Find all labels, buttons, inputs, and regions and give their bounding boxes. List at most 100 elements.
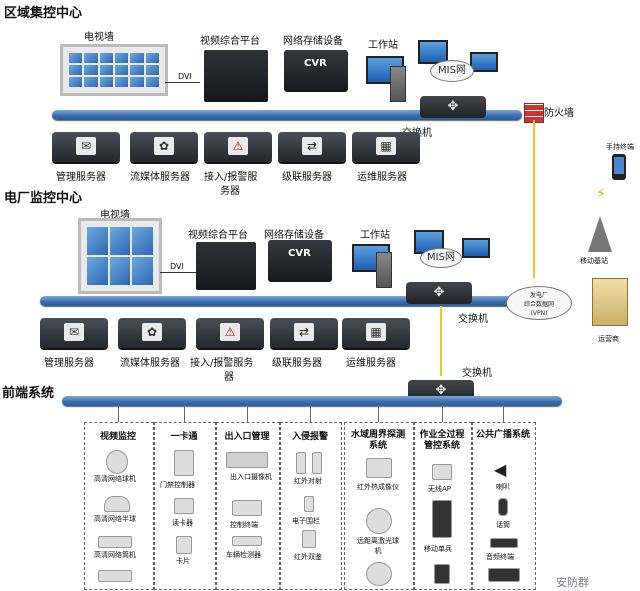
region-title: 区域集控中心 xyxy=(4,6,83,21)
half-dome-camera-icon xyxy=(104,496,130,512)
device-label: 高清网络筒机 xyxy=(94,551,136,559)
column-intrusion xyxy=(280,422,342,590)
phone-icon xyxy=(612,154,626,180)
device-label: 红外双鉴 xyxy=(294,553,322,561)
drop-line xyxy=(184,404,185,422)
region-server-label: 运维服务器 xyxy=(357,172,407,183)
plant-server-label: 运维服务器 xyxy=(346,358,396,369)
region-server-access-alarm: ⚠ xyxy=(204,132,272,162)
plant-dvi-label: DVI xyxy=(170,262,184,271)
region-mis-laptop-icon xyxy=(470,52,498,72)
plant-tv-wall xyxy=(78,218,162,294)
region-tv-wall xyxy=(60,44,168,96)
column-operation xyxy=(414,422,472,590)
alarm-icon: ⚠ xyxy=(228,137,248,155)
plant-workstation-label: 工作站 xyxy=(360,230,390,241)
drop-line xyxy=(503,404,504,422)
plant-server-ops: ▦ xyxy=(342,318,410,348)
column-title: 视频监控 xyxy=(99,432,136,442)
front-network-bus xyxy=(62,396,562,406)
column-video xyxy=(84,422,154,590)
management-icon: ✉ xyxy=(76,137,96,155)
plant-downlink-line xyxy=(440,306,442,376)
device-label: 无线AP xyxy=(428,485,452,493)
device-label: 高清网络球机 xyxy=(94,475,136,483)
region-server-ops: ▦ xyxy=(352,132,420,162)
region-cvr-label: CVR xyxy=(304,58,327,69)
switch-arrows-icon: ✥ xyxy=(447,99,459,114)
wireless-ap-icon xyxy=(432,464,452,480)
plant-server-label: 流媒体服务器 xyxy=(120,358,180,369)
column-gate xyxy=(216,422,280,590)
device-label: 远距离激光球机 xyxy=(357,537,399,555)
column-title: 作业全过程管控系统 xyxy=(419,430,465,451)
vpn-cloud-text: (VPN) xyxy=(530,310,548,317)
drop-line xyxy=(247,404,248,422)
plant-server-label: 管理服务器 xyxy=(44,358,94,369)
region-mis-pc-icon xyxy=(418,40,448,64)
bullet-camera-icon xyxy=(98,570,132,582)
device-label: 红外对射 xyxy=(294,477,322,485)
cascade-icon: ⇄ xyxy=(302,137,322,155)
handheld-terminal-icon xyxy=(434,564,450,584)
streaming-icon: ✿ xyxy=(142,323,162,341)
watermark: 安防群 xyxy=(556,576,589,589)
region-mis-label: MIS网 xyxy=(438,65,466,76)
gate-camera-icon xyxy=(226,452,268,468)
card-reader-icon xyxy=(174,498,194,514)
column-title: 出入口管理 xyxy=(224,432,270,442)
drop-line xyxy=(442,404,443,422)
base-station-icon xyxy=(588,216,612,252)
plant-server-cascade: ⇄ xyxy=(270,318,338,348)
operator-server-rack-icon xyxy=(592,278,628,326)
switch-arrows-icon: ✥ xyxy=(433,285,445,300)
plant-server-label-wrap: 器 xyxy=(224,372,234,383)
region-uplink-line xyxy=(533,120,535,278)
plant-title: 电厂监控中心 xyxy=(4,191,83,206)
plant-workstation-tower-icon xyxy=(376,252,392,288)
infrared-beam-icon xyxy=(296,452,306,474)
region-dvi-label: DVI xyxy=(178,72,192,81)
plant-cvr-label: CVR xyxy=(288,248,311,259)
region-server-streaming: ✿ xyxy=(130,132,198,162)
region-server-label: 管理服务器 xyxy=(56,172,106,183)
plant-server-access-alarm: ⚠ xyxy=(196,318,264,348)
dual-tech-detector-icon xyxy=(302,530,316,548)
region-tv-wall-label: 电视墙 xyxy=(84,32,114,43)
plant-mis-cloud: MIS网 xyxy=(420,248,462,268)
front-switch-label: 交换机 xyxy=(462,368,492,379)
device-label: 控制终端 xyxy=(230,521,258,529)
plant-video-platform xyxy=(196,242,256,290)
plant-video-platform-label: 视频综合平台 xyxy=(188,230,248,241)
base-station-label: 移动基站 xyxy=(580,257,608,265)
device-label: 卡片 xyxy=(176,557,190,565)
front-title: 前端系统 xyxy=(2,386,55,401)
region-workstation-tower-icon xyxy=(390,66,406,102)
control-terminal-icon xyxy=(232,500,262,516)
vehicle-detector-icon xyxy=(232,536,262,546)
ops-icon: ▦ xyxy=(376,137,396,155)
region-firewall-label: 防火墙 xyxy=(544,108,574,119)
region-video-platform-label: 视频综合平台 xyxy=(200,36,260,47)
column-title: 一卡通 xyxy=(170,432,198,442)
mobile-unit-icon xyxy=(432,500,452,538)
region-dvi-link xyxy=(165,82,200,83)
dome-camera-icon xyxy=(106,450,128,474)
region-storage-label: 网络存储设备 xyxy=(283,36,343,47)
device-label: 门禁控制器 xyxy=(160,481,195,489)
microphone-icon xyxy=(498,498,508,516)
region-server-label-wrap: 务器 xyxy=(220,186,240,197)
audio-terminal-icon xyxy=(490,538,518,548)
plant-mis-label: MIS网 xyxy=(427,252,455,263)
bullet-camera-icon xyxy=(98,536,132,548)
laser-dome-icon xyxy=(366,508,392,534)
thermal-camera-icon xyxy=(366,458,392,478)
plant-mis-laptop-icon xyxy=(462,238,490,258)
device-label: 车辆检测器 xyxy=(226,551,261,559)
device-label: 出入口摄像机 xyxy=(230,473,272,481)
vpn-cloud: 发电厂 综合数据网 (VPN) xyxy=(506,286,572,320)
region-server-management: ✉ xyxy=(52,132,120,162)
region-server-label: 流媒体服务器 xyxy=(130,172,190,183)
plant-network-bus xyxy=(40,296,512,306)
plant-storage-label: 网络存储设备 xyxy=(264,230,324,241)
